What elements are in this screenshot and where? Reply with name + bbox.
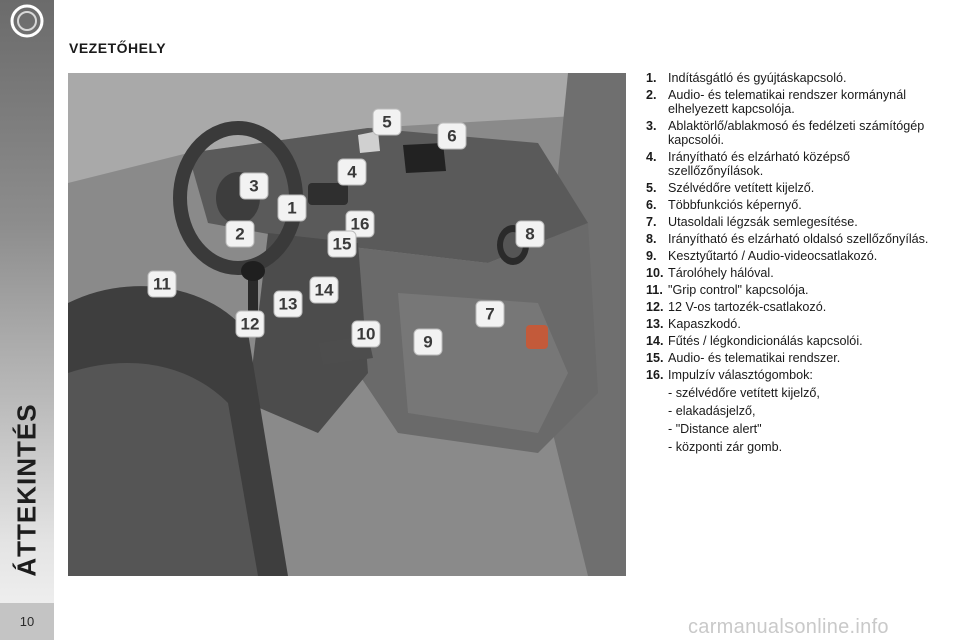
legend-item: 5.Szélvédőre vetített kijelző. (646, 181, 815, 195)
callout-2: 2 (225, 220, 255, 248)
svg-text:10: 10 (357, 325, 376, 344)
svg-text:3: 3 (249, 177, 258, 196)
svg-text:13: 13 (279, 295, 298, 314)
svg-text:8: 8 (525, 225, 534, 244)
svg-text:14: 14 (315, 281, 334, 300)
watermark: carmanualsonline.info (688, 616, 889, 638)
svg-text:15: 15 (333, 235, 352, 254)
legend-item: 6.Többfunkciós képernyő. (646, 198, 802, 212)
legend-sub-item: - szélvédőre vetített kijelző, (668, 386, 820, 400)
svg-text:7: 7 (485, 305, 494, 324)
legend-item: 9.Kesztyűtartó / Audio-videocsatlakozó. (646, 249, 878, 263)
page-number: 10 (0, 603, 54, 640)
svg-text:4: 4 (347, 163, 357, 182)
callout-10: 10 (351, 320, 381, 348)
legend-sub-item: - központi zár gomb. (668, 440, 783, 454)
callout-8: 8 (515, 220, 545, 248)
legend-item: 2.Audio- és telematikai rendszer kormány… (646, 88, 906, 116)
svg-text:5: 5 (382, 113, 391, 132)
callout-11: 11 (147, 270, 177, 298)
callout-4: 4 (337, 158, 367, 186)
callout-13: 13 (273, 290, 303, 318)
page-title: VEZETŐHELY (69, 40, 167, 56)
callout-5: 5 (372, 108, 402, 136)
callout-7: 7 (475, 300, 505, 328)
legend-item: 8.Irányítható és elzárható oldalsó szell… (646, 232, 929, 246)
dashboard-illustration: 5 6 4 3 1 16 2 15 (68, 73, 626, 576)
legend-sub-item: - elakadásjelző, (668, 404, 756, 418)
callout-14: 14 (309, 276, 339, 304)
legend-item: 7.Utasoldali légzsák semlegesítése. (646, 215, 858, 229)
legend-item: 15.Audio- és telematikai rendszer. (646, 351, 841, 365)
callout-1: 1 (277, 194, 307, 222)
callout-3: 3 (239, 172, 269, 200)
section-logo-icon (10, 4, 44, 38)
svg-text:16: 16 (351, 215, 370, 234)
svg-text:1: 1 (287, 199, 296, 218)
legend-list: 1.Indításgátló és gyújtáskapcsoló. 2.Aud… (646, 71, 946, 458)
legend-item: 3.Ablaktörlő/ablakmosó és fedélzeti szám… (646, 119, 925, 147)
callout-6: 6 (437, 122, 467, 150)
callout-9: 9 (413, 328, 443, 356)
legend-item: 11."Grip control" kapcsolója. (646, 283, 809, 297)
legend-item: 16.Impulzív választógombok: (646, 368, 813, 382)
svg-text:2: 2 (235, 225, 244, 244)
callout-12: 12 (235, 310, 265, 338)
legend-item: 10.Tárolóhely hálóval. (646, 266, 774, 280)
callout-15: 15 (327, 230, 357, 258)
svg-text:12: 12 (241, 315, 260, 334)
legend-sub-item: - "Distance alert" (668, 422, 762, 436)
legend-sublist: - szélvédőre vetített kijelző, - elakadá… (668, 386, 946, 454)
legend-item: 1.Indításgátló és gyújtáskapcsoló. (646, 71, 847, 85)
dashboard-drawing: 5 6 4 3 1 16 2 15 (68, 73, 626, 576)
legend-item: 12.12 V-os tartozék-csatlakozó. (646, 300, 827, 314)
sidebar: ÁTTEKINTÉS 10 (0, 0, 54, 640)
legend-item: 13.Kapaszkodó. (646, 317, 741, 331)
svg-text:11: 11 (153, 275, 171, 294)
svg-text:9: 9 (423, 333, 432, 352)
callout-16: 16 (345, 210, 375, 238)
section-title: ÁTTEKINTÉS (11, 403, 42, 577)
svg-text:6: 6 (447, 127, 456, 146)
legend-item: 14.Fűtés / légkondicionálás kapcsolói. (646, 334, 863, 348)
legend-item: 4.Irányítható és elzárható középső szell… (646, 150, 851, 178)
